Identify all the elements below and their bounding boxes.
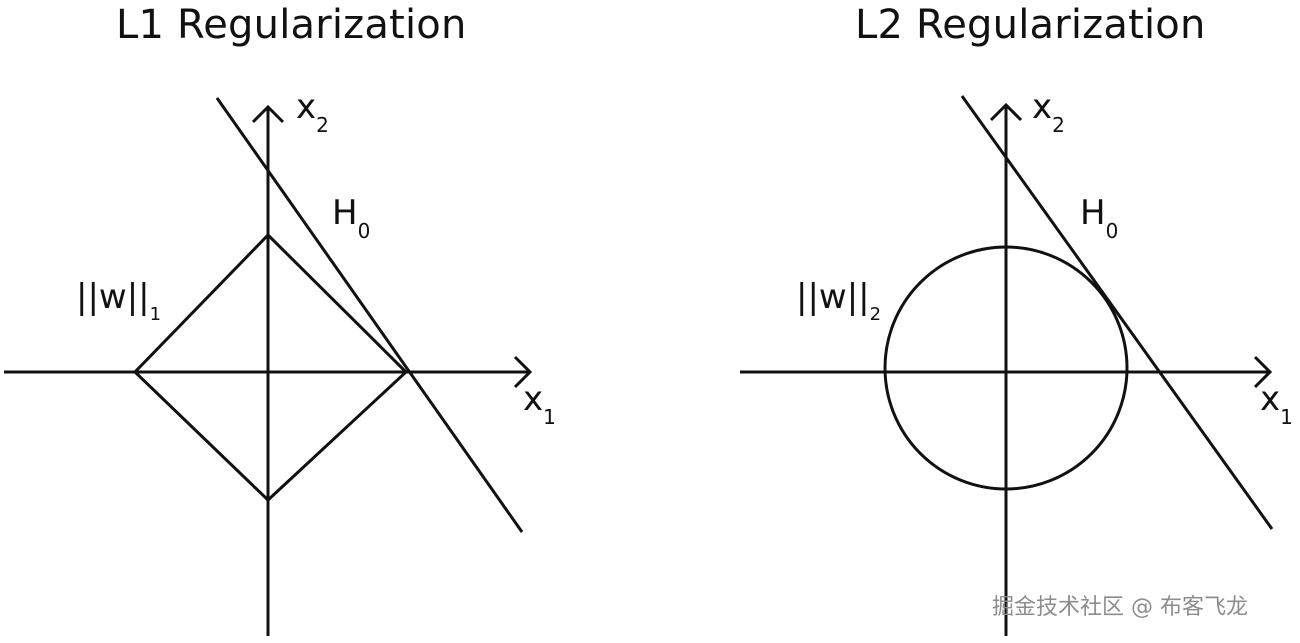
l1-x1-axis-arrowhead (513, 355, 533, 389)
l2-x2-label-main: x (1032, 87, 1052, 127)
l2-panel: x2 x1 H0 ||w||2 (740, 87, 1293, 636)
title-l1-regularization: L1 Regularization (116, 2, 467, 48)
l1-h0-label-main: H (332, 193, 358, 233)
l2-h0-label-sub: 0 (1106, 219, 1119, 243)
l1-x2-label-sub: 2 (316, 113, 329, 137)
l2-x2-label: x2 (1032, 87, 1065, 137)
l1-norm-label: ||w||1 (76, 277, 161, 325)
l1-x2-label-main: x (296, 87, 316, 127)
l2-x1-axis-arrowhead (1253, 355, 1273, 389)
l1-norm-label-main: ||w|| (76, 277, 150, 317)
watermark-text: 掘金技术社区 @ 布客飞龙 (992, 595, 1248, 620)
l1-h0-label-sub: 0 (358, 219, 371, 243)
l1-x1-label-sub: 1 (543, 405, 556, 429)
l1-h0-line (215, 97, 524, 533)
l1-x2-axis-arrowhead (251, 104, 285, 124)
l1-norm-label-sub: 1 (150, 304, 161, 325)
l2-norm-label-main: ||w|| (796, 277, 870, 317)
l2-x1-label: x1 (1260, 379, 1293, 429)
l1-norm-diamond (132, 232, 409, 503)
l2-x2-label-sub: 2 (1052, 113, 1065, 137)
l2-x2-axis-arrowhead (989, 102, 1023, 122)
l2-h0-label: H0 (1080, 193, 1118, 243)
l1-x2-label: x2 (296, 87, 329, 137)
l2-norm-label-sub: 2 (870, 304, 881, 325)
l1-h0-label: H0 (332, 193, 370, 243)
l2-x1-label-main: x (1260, 379, 1280, 419)
l2-h0-label-main: H (1080, 193, 1106, 233)
l1-x1-label: x1 (523, 379, 556, 429)
l1-x1-label-main: x (523, 379, 543, 419)
l2-h0-line (960, 95, 1274, 530)
l2-norm-circle (883, 245, 1129, 491)
title-l2-regularization: L2 Regularization (855, 2, 1206, 48)
l2-x1-label-sub: 1 (1280, 405, 1293, 429)
l1-panel: x2 x1 H0 ||w||1 (4, 87, 556, 636)
l2-norm-label: ||w||2 (796, 277, 881, 325)
